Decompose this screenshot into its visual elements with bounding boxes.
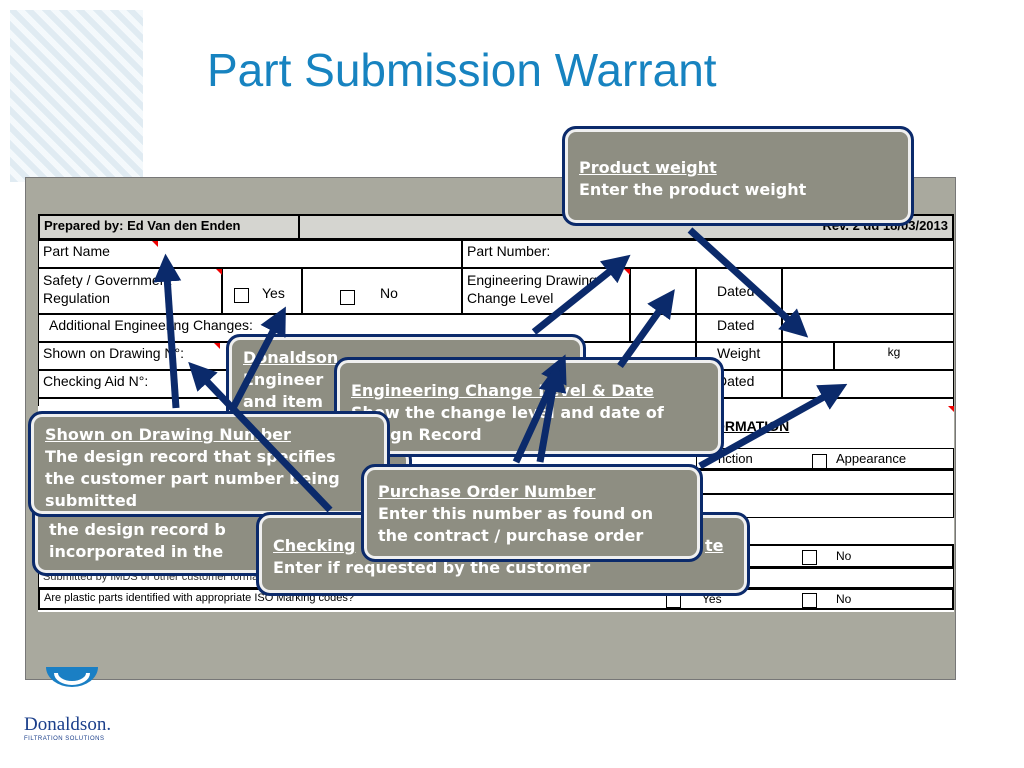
arrow-eng-drawing <box>531 254 631 335</box>
safety-yes-label: Yes <box>262 285 285 301</box>
appearance-label: Appearance <box>836 451 907 466</box>
weight-value[interactable] <box>782 342 834 370</box>
comment-marker <box>216 269 222 275</box>
safety-regulation-label: Safety / Government Regulation <box>38 268 222 314</box>
callout-checking-title: Checking <box>273 536 356 555</box>
callout-purchase-order: Purchase Order Number Enter this number … <box>361 464 703 562</box>
callout-weight-title: Product weight <box>579 158 717 177</box>
callout-shown-line-2: the customer part number being <box>45 469 340 488</box>
safety-yes-checkbox[interactable] <box>234 288 249 303</box>
callout-donaldson-line-2: and item <box>243 392 323 411</box>
callout-hidden-line-1: the design record b <box>49 520 226 539</box>
callout-shown-on-drawing: Shown on Drawing Number The design recor… <box>28 411 390 517</box>
no-label-2: No <box>836 549 852 563</box>
arrow-weight <box>687 227 809 338</box>
donaldson-logo-icon <box>46 667 98 687</box>
callout-checking-title-suffix: te <box>705 536 724 555</box>
comment-marker <box>152 241 158 247</box>
callout-po-line-2: the contract / purchase order <box>378 526 644 545</box>
callout-donaldson-line-1: Engineer <box>243 370 324 389</box>
callout-donaldson-title: Donaldson <box>243 348 339 367</box>
eng-drawing-line-1: Engineering Drawing <box>467 272 597 288</box>
arrow-eng-dated <box>617 289 675 369</box>
safety-no-checkbox[interactable] <box>340 290 355 305</box>
safety-label-line-2: Regulation <box>43 290 110 306</box>
callout-product-weight: Product weight Enter the product weight <box>562 126 914 226</box>
prepared-by: Prepared by: Ed Van den Enden <box>38 214 300 240</box>
donaldson-logo: Donaldson. FILTRATION SOLUTIONS <box>24 665 124 755</box>
arrow-safety <box>228 306 286 412</box>
part-name-label: Part Name <box>38 240 462 268</box>
callout-checking-line-1: Enter if requested by the customer <box>273 558 591 577</box>
dated-label-1: Dated <box>696 268 782 314</box>
arrow-po-3 <box>698 383 848 470</box>
callout-shown-title: Shown on Drawing Number <box>45 425 291 444</box>
arrow-po-2 <box>536 363 567 463</box>
callout-engineering-change: Engineering Change Level & Date Show the… <box>334 357 724 457</box>
callout-weight-line-1: Enter the product weight <box>579 180 807 199</box>
callout-po-title: Purchase Order Number <box>378 482 596 501</box>
callout-eng-change-title: Engineering Change Level & Date <box>351 381 654 400</box>
decorative-pattern <box>10 10 143 182</box>
comment-marker <box>948 406 954 412</box>
part-number-label: Part Number: <box>462 240 954 268</box>
safety-no-cell <box>302 268 462 314</box>
weight-label: Weight <box>696 342 782 370</box>
safety-label-line-1: Safety / Government <box>43 272 172 288</box>
arrow-part-name <box>153 253 182 409</box>
callout-checking-title-row: Checking te <box>273 535 733 557</box>
dated-value-1[interactable] <box>782 268 954 314</box>
callout-hidden-line-2: incorporated in the <box>49 542 224 561</box>
eng-drawing-line-2: Change Level <box>467 290 554 306</box>
plastic-no-label: No <box>836 592 852 606</box>
eng-drawing-label: Engineering Drawing Change Level <box>462 268 630 314</box>
callout-eng-change-line-1: Show the change level and date of <box>351 403 664 422</box>
donaldson-tagline: FILTRATION SOLUTIONS <box>24 736 105 742</box>
plastic-no-checkbox[interactable] <box>802 593 817 608</box>
slide-title: Part Submission Warrant <box>207 44 717 96</box>
donaldson-wordmark: Donaldson. <box>24 714 112 735</box>
arrow-shown-on-drawing <box>188 361 333 513</box>
callout-shown-line-1: The design record that specifies <box>45 447 336 466</box>
function-appearance-row <box>696 448 954 470</box>
weight-unit: kg <box>834 342 954 370</box>
callout-shown-line-3: submitted <box>45 491 138 510</box>
appearance-checkbox[interactable] <box>812 454 827 469</box>
comment-marker <box>214 343 220 349</box>
callout-po-line-1: Enter this number as found on <box>378 504 654 523</box>
safety-no-label: No <box>380 285 398 301</box>
no-checkbox-2[interactable] <box>802 550 817 565</box>
dated-value-3[interactable] <box>782 370 954 398</box>
